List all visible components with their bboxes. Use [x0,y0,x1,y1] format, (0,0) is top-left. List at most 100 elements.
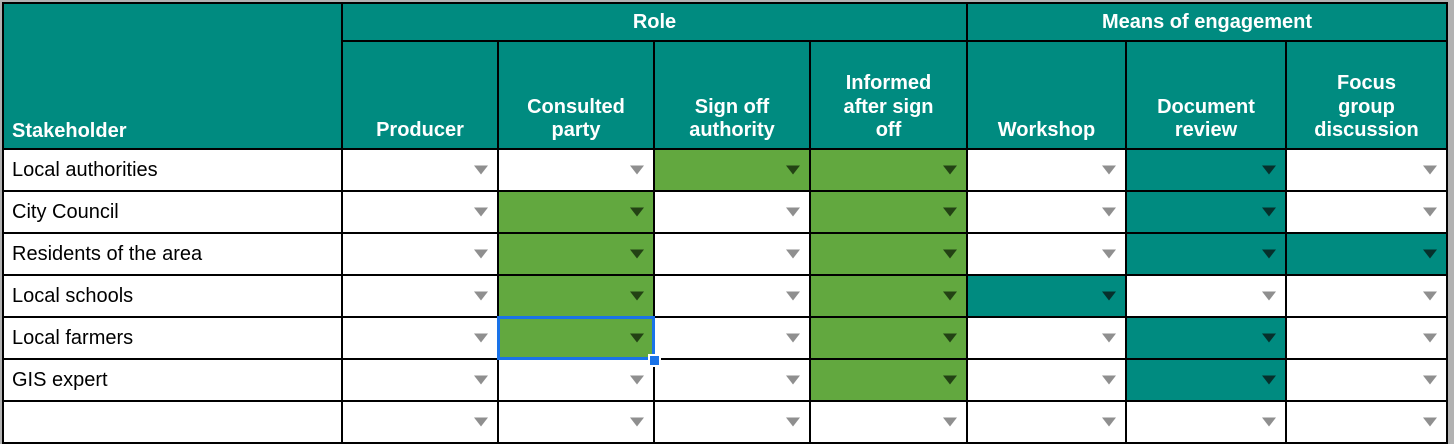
dropdown-cell[interactable] [968,150,1125,190]
chevron-down-icon[interactable] [1102,249,1116,259]
chevron-down-icon[interactable] [474,207,488,217]
fill-handle[interactable] [648,354,661,367]
dropdown-cell[interactable] [343,192,497,232]
chevron-down-icon[interactable] [474,291,488,301]
dropdown-cell[interactable] [968,234,1125,274]
dropdown-cell[interactable] [499,276,653,316]
row-label[interactable]: City Council [4,192,341,232]
chevron-down-icon[interactable] [630,249,644,259]
chevron-down-icon[interactable] [630,375,644,385]
dropdown-cell[interactable] [343,402,497,442]
dropdown-cell[interactable] [968,192,1125,232]
dropdown-cell[interactable] [499,360,653,400]
chevron-down-icon[interactable] [1423,417,1437,427]
dropdown-cell[interactable] [655,360,809,400]
chevron-down-icon[interactable] [1423,375,1437,385]
chevron-down-icon[interactable] [943,207,957,217]
chevron-down-icon[interactable] [786,207,800,217]
row-label[interactable]: Local schools [4,276,341,316]
dropdown-cell[interactable] [811,402,966,442]
dropdown-cell[interactable] [968,318,1125,358]
dropdown-cell[interactable] [968,276,1125,316]
chevron-down-icon[interactable] [1262,375,1276,385]
dropdown-cell[interactable] [1127,150,1285,190]
chevron-down-icon[interactable] [1423,333,1437,343]
dropdown-cell[interactable] [1127,360,1285,400]
dropdown-cell[interactable] [1287,150,1446,190]
dropdown-cell[interactable] [968,402,1125,442]
dropdown-cell[interactable] [1287,360,1446,400]
dropdown-cell[interactable] [811,276,966,316]
chevron-down-icon[interactable] [1262,165,1276,175]
dropdown-cell[interactable] [811,234,966,274]
dropdown-cell[interactable] [499,192,653,232]
chevron-down-icon[interactable] [943,333,957,343]
chevron-down-icon[interactable] [1423,165,1437,175]
row-label[interactable] [4,402,341,442]
chevron-down-icon[interactable] [1262,333,1276,343]
chevron-down-icon[interactable] [630,207,644,217]
chevron-down-icon[interactable] [1262,249,1276,259]
dropdown-cell[interactable] [1127,402,1285,442]
dropdown-cell[interactable] [655,192,809,232]
chevron-down-icon[interactable] [786,249,800,259]
row-label[interactable]: GIS expert [4,360,341,400]
dropdown-cell[interactable] [499,150,653,190]
selected-dropdown-cell[interactable] [497,316,661,367]
chevron-down-icon[interactable] [1102,291,1116,301]
dropdown-cell[interactable] [655,150,809,190]
dropdown-cell[interactable] [1127,192,1285,232]
chevron-down-icon[interactable] [943,417,957,427]
dropdown-cell[interactable] [811,150,966,190]
chevron-down-icon[interactable] [1423,291,1437,301]
dropdown-cell[interactable] [655,402,809,442]
chevron-down-icon[interactable] [474,165,488,175]
chevron-down-icon[interactable] [1102,207,1116,217]
chevron-down-icon[interactable] [474,417,488,427]
chevron-down-icon[interactable] [630,165,644,175]
chevron-down-icon[interactable] [786,375,800,385]
dropdown-cell[interactable] [655,318,809,358]
chevron-down-icon[interactable] [630,333,644,343]
dropdown-cell[interactable] [1287,402,1446,442]
dropdown-cell[interactable] [1127,234,1285,274]
dropdown-cell[interactable] [499,402,653,442]
chevron-down-icon[interactable] [786,165,800,175]
dropdown-cell[interactable] [1287,276,1446,316]
dropdown-cell[interactable] [655,234,809,274]
chevron-down-icon[interactable] [1102,375,1116,385]
row-label[interactable]: Local authorities [4,150,341,190]
chevron-down-icon[interactable] [1262,207,1276,217]
dropdown-cell[interactable] [1287,192,1446,232]
dropdown-cell[interactable] [1287,318,1446,358]
row-label[interactable]: Local farmers [4,318,341,358]
chevron-down-icon[interactable] [943,249,957,259]
chevron-down-icon[interactable] [786,417,800,427]
dropdown-cell[interactable] [343,234,497,274]
dropdown-cell[interactable] [811,192,966,232]
row-label[interactable]: Residents of the area [4,234,341,274]
dropdown-cell[interactable] [343,318,497,358]
dropdown-cell[interactable] [811,318,966,358]
chevron-down-icon[interactable] [630,291,644,301]
chevron-down-icon[interactable] [1262,291,1276,301]
chevron-down-icon[interactable] [943,165,957,175]
dropdown-cell[interactable] [1127,276,1285,316]
dropdown-cell[interactable] [1127,318,1285,358]
chevron-down-icon[interactable] [1102,165,1116,175]
chevron-down-icon[interactable] [1262,417,1276,427]
chevron-down-icon[interactable] [943,291,957,301]
chevron-down-icon[interactable] [786,333,800,343]
dropdown-cell[interactable] [343,276,497,316]
chevron-down-icon[interactable] [1102,333,1116,343]
chevron-down-icon[interactable] [474,249,488,259]
dropdown-cell[interactable] [343,360,497,400]
chevron-down-icon[interactable] [1423,207,1437,217]
chevron-down-icon[interactable] [474,375,488,385]
dropdown-cell[interactable] [499,234,653,274]
chevron-down-icon[interactable] [943,375,957,385]
dropdown-cell[interactable] [343,150,497,190]
dropdown-cell[interactable] [811,360,966,400]
chevron-down-icon[interactable] [786,291,800,301]
dropdown-cell[interactable] [655,276,809,316]
